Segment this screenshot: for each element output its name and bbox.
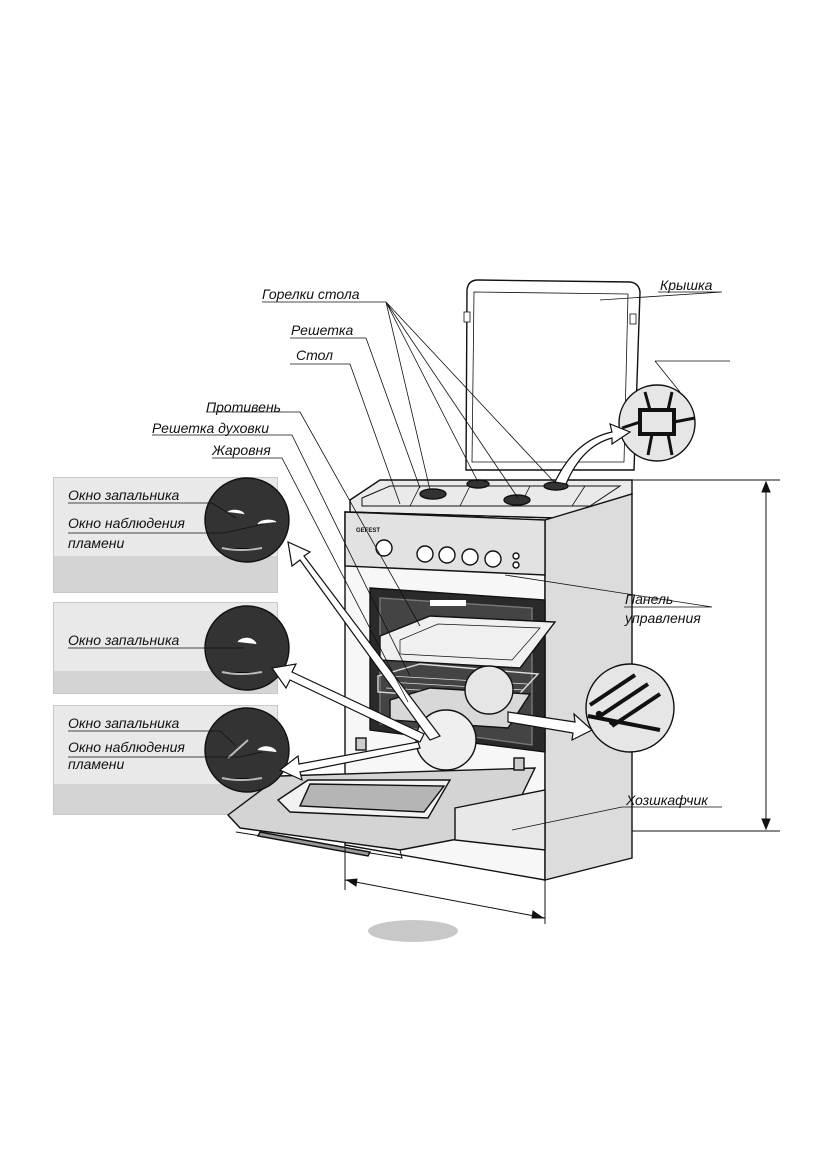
label-control-panel-2: управления bbox=[625, 610, 701, 626]
label-roaster: Жаровня bbox=[212, 442, 271, 458]
leader-table bbox=[290, 363, 401, 505]
leader-grate bbox=[290, 337, 421, 489]
label-control-panel-1: Панель bbox=[625, 591, 674, 607]
arrow-ignition-2 bbox=[270, 663, 425, 743]
leader-ignition-3b bbox=[68, 751, 263, 758]
ignition-zoom-1 bbox=[204, 477, 290, 563]
knob-4 bbox=[461, 548, 479, 566]
oven-rack bbox=[377, 663, 540, 703]
panel1-ignition-window: Окно запальника bbox=[68, 487, 180, 503]
burner-1 bbox=[419, 488, 447, 500]
knob-2 bbox=[416, 545, 434, 563]
arrow-burner-zoom bbox=[554, 423, 632, 485]
label-oven-rack: Решетка духовки bbox=[152, 420, 270, 436]
cabinet-drawer bbox=[454, 789, 546, 851]
burner-2 bbox=[466, 479, 490, 489]
leader-panel bbox=[504, 574, 713, 608]
label-cabinet: Хозшкафчик bbox=[626, 792, 708, 808]
panel3-ignition-window: Окно запальника bbox=[68, 715, 180, 731]
lid bbox=[465, 279, 641, 471]
panel1-flame-window-2: пламени bbox=[68, 535, 125, 551]
stove-side bbox=[544, 493, 633, 881]
floor-shadow bbox=[368, 920, 458, 942]
width-dimension bbox=[344, 879, 546, 919]
label-lid: Крышка bbox=[660, 277, 713, 293]
panel3-flame-window-2: пламени bbox=[68, 756, 125, 772]
label-burners: Горелки стола bbox=[262, 286, 360, 302]
knob-3 bbox=[438, 546, 456, 564]
label-table: Стол bbox=[296, 347, 333, 363]
label-tray: Противень bbox=[206, 399, 282, 415]
panel2-ignition-window: Окно запальника bbox=[68, 632, 180, 648]
knob-5 bbox=[484, 550, 502, 568]
panel3-flame-window: Окно наблюдения bbox=[68, 739, 185, 755]
leader-cabinet bbox=[511, 806, 722, 831]
arrow-ignition-3 bbox=[278, 741, 421, 782]
brand-logo: GEFEST bbox=[356, 528, 380, 534]
leader-burners bbox=[262, 301, 557, 499]
leader-lid bbox=[599, 291, 723, 301]
burner-3 bbox=[503, 494, 531, 506]
leader-tray bbox=[206, 411, 421, 627]
leader-ignition-1a bbox=[68, 502, 237, 519]
leader-oven-rack bbox=[152, 434, 411, 677]
leader-roaster bbox=[212, 457, 409, 703]
knob-1 bbox=[375, 539, 393, 557]
panel1-flame-window: Окно наблюдения bbox=[68, 515, 185, 531]
label-grate: Решетка bbox=[291, 322, 354, 338]
arrow-rack-zoom bbox=[507, 711, 594, 742]
leader-grate-zoom bbox=[654, 360, 730, 393]
ignition-zoom-3 bbox=[204, 707, 290, 793]
burner-zoom bbox=[618, 384, 696, 462]
leader-ignition-1b bbox=[68, 523, 265, 534]
leader-ignition-3a bbox=[68, 730, 237, 747]
